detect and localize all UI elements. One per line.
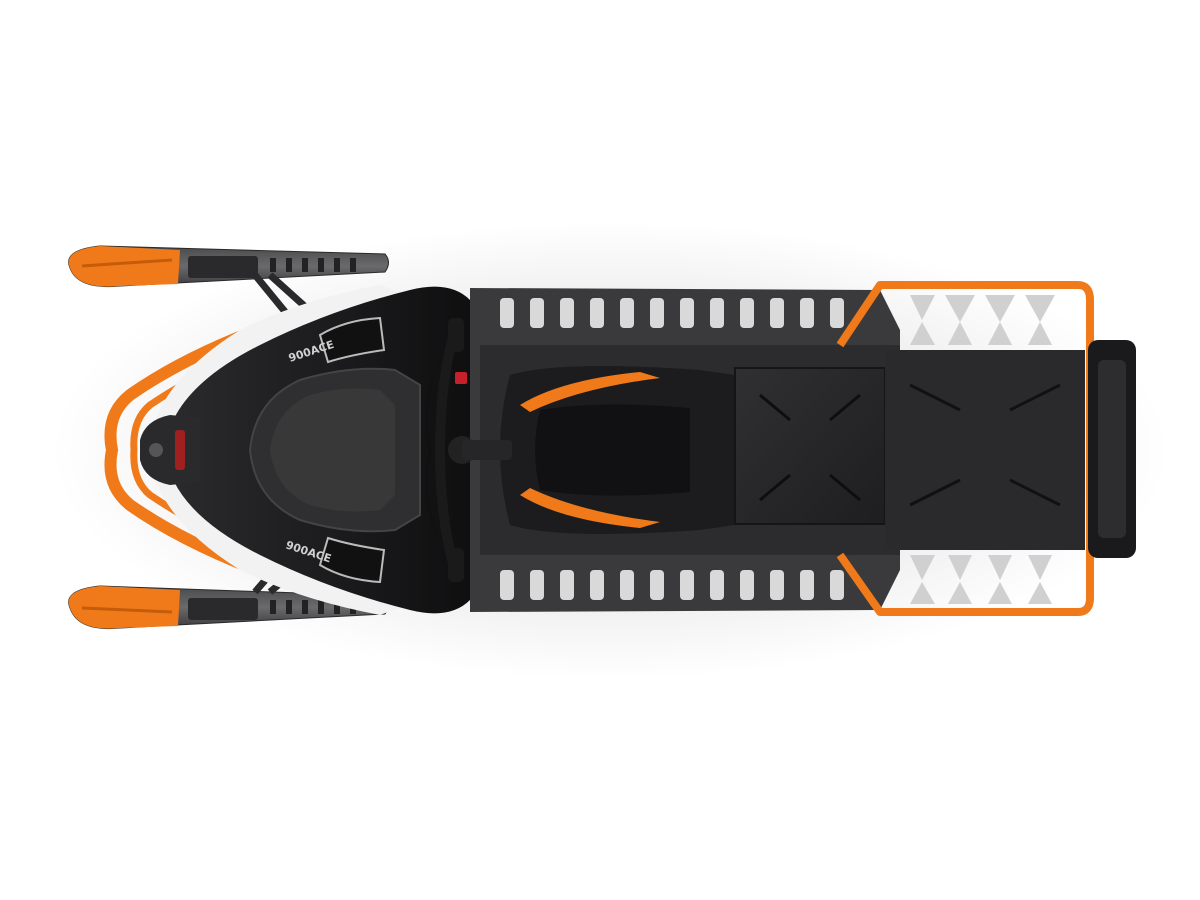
front-bumper: [104, 326, 258, 574]
seat: [500, 366, 735, 534]
left-ski: [68, 245, 389, 288]
rear-rack: [836, 281, 1094, 616]
rear-cargo-plate: [734, 367, 886, 525]
hood: 900ACE 900ACE: [140, 285, 470, 615]
rear-bumper: [1088, 340, 1136, 558]
handlebar: [425, 318, 512, 582]
